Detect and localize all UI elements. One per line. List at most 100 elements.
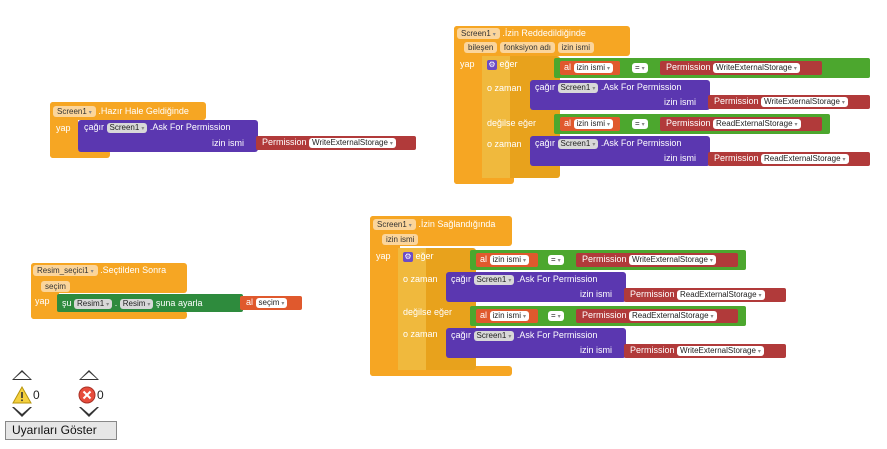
param-fonksiyon-adi[interactable]: fonksiyon adı [499, 42, 556, 53]
method-name: .Ask For Permission [516, 330, 598, 340]
var-dropdown[interactable]: seçim▾ [255, 298, 288, 308]
screen-component-dropdown[interactable]: Screen1▾ [473, 275, 515, 285]
o-zaman-label: o zaman [487, 83, 522, 93]
eq-dropdown[interactable]: =▾ [632, 63, 648, 73]
if-block-1[interactable]: ⚙ eğer o zaman değilse eğer o zaman [482, 56, 560, 178]
o-zaman-label: o zaman [403, 274, 438, 284]
var-dropdown[interactable]: izin ismi▾ [573, 63, 613, 73]
component-dropdown[interactable]: Resim_seçici1▾ [33, 265, 98, 276]
warnings-count: 0 [33, 388, 40, 402]
yap-label: yap [35, 296, 50, 306]
permission-dropdown[interactable]: ReadExternalStorage▾ [761, 154, 849, 164]
screen-component-dropdown[interactable]: Screen1▾ [106, 123, 148, 133]
event-name: .İzin Sağlandığında [418, 219, 496, 229]
permission-dropdown[interactable]: ReadExternalStorage▾ [677, 290, 765, 300]
al-label: al [246, 297, 254, 307]
param-secim[interactable]: seçim [41, 281, 70, 292]
cagir-label: çağır [84, 122, 105, 132]
get-izin-ismi-2[interactable]: al izin ismi▾ [560, 117, 620, 131]
al-label: al [564, 62, 572, 72]
screen-component-dropdown[interactable]: Screen1▾ [557, 83, 599, 93]
cagir-label: çağır [451, 330, 472, 340]
yap-label: yap [460, 59, 475, 69]
call-ask-permission-1[interactable]: çağır Screen1▾ .Ask For Permission izin … [78, 120, 258, 152]
get-izin-ismi-4[interactable]: al izin ismi▾ [476, 309, 538, 323]
get-izin-ismi-3[interactable]: al izin ismi▾ [476, 253, 538, 267]
permission-dropdown[interactable]: ReadExternalStorage▾ [629, 311, 717, 321]
eq-dropdown[interactable]: =▾ [632, 119, 648, 129]
param-izin-ismi[interactable]: izin ismi [382, 234, 419, 245]
get-izin-ismi-1[interactable]: al izin ismi▾ [560, 61, 620, 75]
permission-label: Permission [262, 137, 307, 147]
var-dropdown[interactable]: izin ismi▾ [489, 255, 529, 265]
event-name: .Hazır Hale Geldiğinde [98, 106, 189, 116]
block-screen-initialize[interactable]: Screen1▾ .Hazır Hale Geldiğinde yap [50, 102, 206, 158]
call-ask-permission-4[interactable]: çağır Screen1▾ .Ask For Permission izin … [446, 272, 626, 302]
event-name: .İzin Reddedildiğinde [502, 28, 586, 38]
screen-dropdown[interactable]: Screen1▾ [53, 106, 96, 117]
permission-block-4[interactable]: Permission ReadExternalStorage▾ [660, 117, 822, 131]
o-zaman-label: o zaman [487, 139, 522, 149]
permission-dropdown[interactable]: ReadExternalStorage▾ [713, 119, 801, 129]
permission-label: Permission [666, 118, 711, 128]
target-component-dropdown[interactable]: Resim1▾ [74, 299, 113, 309]
permission-dropdown[interactable]: WriteExternalStorage▾ [761, 97, 848, 107]
errors-count: 0 [97, 388, 104, 402]
block-permission-denied[interactable]: Screen1▾ .İzin Reddedildiğinde bileşen f… [454, 26, 630, 184]
screen-dropdown[interactable]: Screen1▾ [373, 219, 416, 230]
permission-label: Permission [714, 96, 759, 106]
param-bilesen[interactable]: bileşen [464, 42, 498, 53]
var-dropdown[interactable]: izin ismi▾ [573, 119, 613, 129]
error-icon [78, 386, 96, 406]
call-ask-permission-2[interactable]: çağır Screen1▾ .Ask For Permission izin … [530, 80, 710, 110]
warning-icon [12, 385, 32, 406]
yap-label: yap [56, 123, 71, 133]
arg-label: izin ismi [664, 153, 697, 163]
permission-block-3[interactable]: Permission WriteExternalStorage▾ [708, 95, 870, 109]
eq-dropdown[interactable]: =▾ [548, 255, 564, 265]
cagir-label: çağır [535, 138, 556, 148]
permission-block-6[interactable]: Permission WriteExternalStorage▾ [576, 253, 738, 267]
param-izin-ismi[interactable]: izin ismi [557, 42, 594, 53]
al-label: al [480, 254, 488, 264]
method-name: .Ask For Permission [149, 122, 231, 132]
block-permission-granted[interactable]: Screen1▾ .İzin Sağlandığında izin ismi y… [370, 216, 512, 376]
show-warnings-button[interactable]: Uyarıları Göster [5, 421, 117, 440]
permission-dropdown[interactable]: WriteExternalStorage▾ [713, 63, 800, 73]
permission-block-9[interactable]: Permission WriteExternalStorage▾ [624, 344, 786, 358]
suna-ayarla-label: şuna ayarla [155, 298, 203, 308]
get-secim[interactable]: al seçim▾ [240, 296, 302, 310]
permission-block-7[interactable]: Permission ReadExternalStorage▾ [624, 288, 786, 302]
block-image-picker-after-picking[interactable]: Resim_seçici1▾ .Seçtilden Sonra seçim ya… [31, 263, 187, 319]
call-ask-permission-5[interactable]: çağır Screen1▾ .Ask For Permission izin … [446, 328, 626, 358]
permission-dropdown[interactable]: WriteExternalStorage▾ [309, 138, 396, 148]
eq-dropdown[interactable]: =▾ [548, 311, 564, 321]
arg-label: izin ismi [580, 289, 613, 299]
property-dropdown[interactable]: Resim▾ [119, 299, 154, 309]
gear-icon[interactable]: ⚙ [403, 252, 413, 262]
permission-block-5[interactable]: Permission ReadExternalStorage▾ [708, 152, 870, 166]
permission-label: Permission [630, 345, 675, 355]
gear-icon[interactable]: ⚙ [487, 60, 497, 70]
arg-label: izin ismi [664, 97, 697, 107]
method-name: .Ask For Permission [600, 138, 682, 148]
su-label: şu [62, 298, 72, 308]
degilse-eger-label: değilse eğer [487, 118, 537, 128]
o-zaman-label: o zaman [403, 329, 438, 339]
permission-dropdown[interactable]: WriteExternalStorage▾ [677, 346, 764, 356]
permission-dropdown[interactable]: WriteExternalStorage▾ [629, 255, 716, 265]
call-ask-permission-3[interactable]: çağır Screen1▾ .Ask For Permission izin … [530, 136, 710, 166]
permission-label: Permission [582, 254, 627, 264]
set-image-property[interactable]: şu Resim1▾ . Resim▾ şuna ayarla [57, 294, 243, 312]
permission-label: Permission [666, 62, 711, 72]
al-label: al [564, 118, 572, 128]
method-name: .Ask For Permission [600, 82, 682, 92]
var-dropdown[interactable]: izin ismi▾ [489, 311, 529, 321]
permission-block-2[interactable]: Permission WriteExternalStorage▾ [660, 61, 822, 75]
permission-block-8[interactable]: Permission ReadExternalStorage▾ [576, 309, 738, 323]
screen-component-dropdown[interactable]: Screen1▾ [473, 331, 515, 341]
screen-component-dropdown[interactable]: Screen1▾ [557, 139, 599, 149]
eger-label: eğer [415, 251, 434, 261]
permission-block-1[interactable]: Permission WriteExternalStorage▾ [256, 136, 416, 150]
screen-dropdown[interactable]: Screen1▾ [457, 28, 500, 39]
